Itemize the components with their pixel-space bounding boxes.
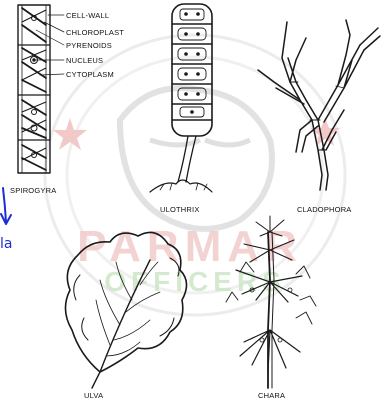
- caption-ulothrix: ULOTHRIX: [160, 205, 200, 214]
- ulothrix-drawing: [150, 4, 212, 192]
- label-nucleus: NUCLEUS: [66, 56, 103, 65]
- caption-ulva: ULVA: [84, 391, 103, 400]
- label-pyrenoids: PYRENOIDS: [66, 41, 112, 50]
- label-cell-wall: CELL-WALL: [66, 11, 109, 20]
- ulva-drawing: [65, 232, 186, 388]
- cladophora-drawing: [258, 20, 380, 190]
- spirogyra-drawing: [18, 5, 64, 173]
- handwritten-annotation: la: [0, 236, 12, 252]
- label-chloroplast: CHLOROPLAST: [66, 28, 124, 37]
- caption-cladophora: CLADOPHORA: [297, 205, 352, 214]
- label-cytoplasm: CYTOPLASM: [66, 70, 114, 79]
- caption-chara: CHARA: [258, 391, 285, 400]
- chara-drawing: [226, 216, 316, 388]
- caption-spirogyra: SPIROGYRA: [10, 186, 56, 195]
